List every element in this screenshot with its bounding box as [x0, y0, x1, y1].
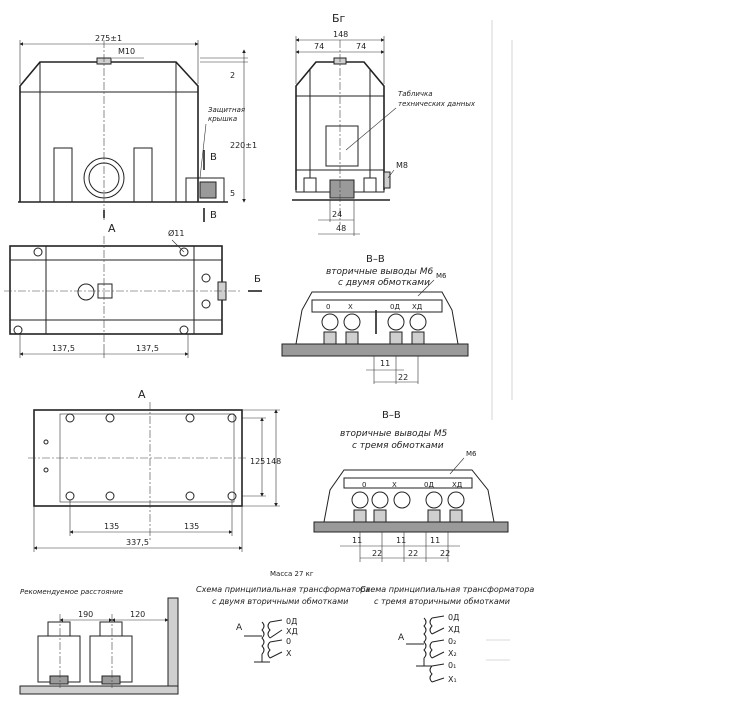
scheme1-a: А — [236, 623, 243, 633]
plate-label-2: технических данных — [398, 100, 476, 108]
front-height-label: 220±1 — [230, 141, 257, 150]
sec1-title: В–В — [366, 254, 385, 265]
plan-hole-label: Ø11 — [168, 228, 184, 238]
scheme2-l1: 0Д — [448, 613, 459, 622]
spacing-title: Рекомендуемое расстояние — [20, 588, 123, 596]
base-total: 337,5 — [126, 538, 149, 547]
scheme2-l6: Х₁ — [448, 675, 457, 684]
section-mark-top: В — [210, 152, 217, 163]
sec2-term-2: Х — [392, 481, 397, 489]
sec2-bolt: М6 — [466, 450, 477, 458]
section-view-1: В–В вторичные выводы М6 с двумя обмоткам… — [281, 254, 469, 384]
sec2-term-1: 0 — [362, 481, 366, 489]
spacing-view: Рекомендуемое расстояние 190 120 — [19, 588, 179, 695]
scheme2-title-1: Схема принципиальная трансформатора — [360, 585, 534, 594]
view-b-label: Б — [254, 274, 261, 285]
section-mark-bottom: В — [210, 210, 217, 221]
view-a-label-2: А — [138, 388, 146, 401]
sec1-d22: 22 — [398, 373, 408, 382]
sec2-title: В–В — [382, 410, 401, 421]
sec1-term-2: Х — [348, 303, 353, 311]
sec1-sub2: с двумя обмотками — [338, 278, 430, 288]
side-d48-label: 48 — [336, 224, 346, 233]
side-half-right: 74 — [356, 42, 366, 51]
side-view: Бг 148 74 74 Табличка технических данных… — [292, 12, 476, 236]
view-bg-label: Бг — [332, 12, 346, 25]
sec1-term-4: ХД — [412, 303, 423, 311]
side-d24-label: 24 — [332, 210, 342, 219]
plate-label-1: Табличка — [398, 90, 433, 98]
scheme1-title-1: Схема принципиальная трансформатора — [196, 585, 370, 594]
front-width-label: 275±1 — [95, 34, 122, 43]
sec1-term-3: 0Д — [390, 303, 400, 311]
sec1-term-1: 0 — [326, 303, 330, 311]
front-view: 275±1 М10 2 220±1 5 Защитная крышка В В … — [18, 34, 257, 235]
scheme2-l5: 0₁ — [448, 661, 456, 670]
plan-view: Б Ø11 137,5 137,5 — [4, 228, 262, 358]
sec2-d22c: 22 — [440, 549, 450, 558]
scheme1-l4: Х — [286, 649, 292, 658]
cover-label-2: крышка — [208, 115, 237, 123]
sec1-sub1: вторичные выводы М6 — [326, 267, 433, 277]
sec2-d11a: 11 — [352, 536, 362, 545]
scheme2-l4: Х₂ — [448, 649, 457, 658]
sec2-d11c: 11 — [430, 536, 440, 545]
sec1-bolt: М6 — [436, 272, 447, 280]
mass-label: Масса 27 кг — [270, 570, 314, 578]
sec2-sub2: с тремя обмотками — [352, 441, 444, 451]
sec2-sub1: вторичные выводы М5 — [340, 429, 447, 439]
cover-label-1: Защитная — [208, 106, 245, 114]
section-view-2: В–В вторичные выводы М5 с тремя обмоткам… — [313, 410, 509, 562]
spacing-d120: 120 — [130, 610, 145, 619]
scan-artifacts — [486, 20, 513, 661]
scheme1-l2: ХД — [286, 627, 298, 636]
sec2-d22a: 22 — [372, 549, 382, 558]
plan-d2-label: 137,5 — [136, 344, 159, 353]
sec2-d22b: 22 — [408, 549, 418, 558]
plan-d1-label: 137,5 — [52, 344, 75, 353]
scheme-three-windings: Схема принципиальная трансформатора с тр… — [360, 585, 534, 684]
sec1-d11: 11 — [380, 359, 390, 368]
scheme1-title-2: с двумя вторичными обмотками — [212, 597, 348, 606]
side-width-label: 148 — [333, 30, 348, 39]
base-plate-view: А 125 148 135 135 337,5 — [28, 388, 281, 552]
scheme2-l3: 0₂ — [448, 637, 456, 646]
scheme1-l1: 0Д — [286, 617, 297, 626]
front-gap-label: 2 — [230, 71, 235, 80]
base-d135b: 135 — [184, 522, 199, 531]
side-half-left: 74 — [314, 42, 324, 51]
scheme2-a: А — [398, 633, 405, 643]
scheme2-title-2: с тремя вторичными обмотками — [374, 597, 510, 606]
sec2-term-3: 0Д — [424, 481, 434, 489]
base-d135a: 135 — [104, 522, 119, 531]
scheme2-l2: ХД — [448, 625, 460, 634]
front-bolt-label: М10 — [118, 47, 135, 56]
base-d125: 125 — [250, 457, 265, 466]
side-bolt-label: М8 — [396, 161, 408, 170]
scheme1-l3: 0 — [286, 637, 291, 646]
view-a-label-1: А — [108, 222, 116, 235]
front-bottom-label: 5 — [230, 189, 235, 198]
sec2-d11b: 11 — [396, 536, 406, 545]
scheme-two-windings: Схема принципиальная трансформатора с дв… — [196, 585, 370, 663]
base-d148: 148 — [266, 457, 281, 466]
spacing-d190: 190 — [78, 610, 93, 619]
sec2-term-4: ХД — [452, 481, 463, 489]
